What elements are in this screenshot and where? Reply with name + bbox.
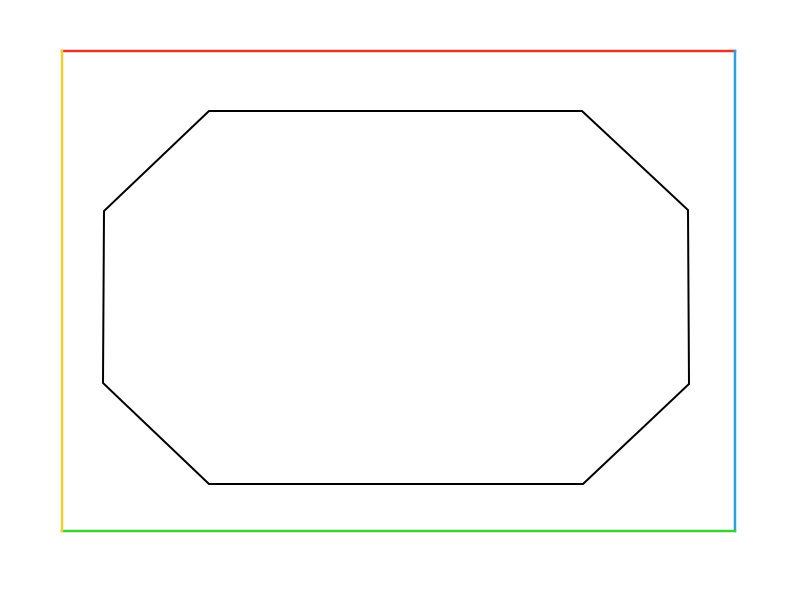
colored-frame — [60, 49, 737, 533]
octagon-shape — [101, 110, 691, 485]
